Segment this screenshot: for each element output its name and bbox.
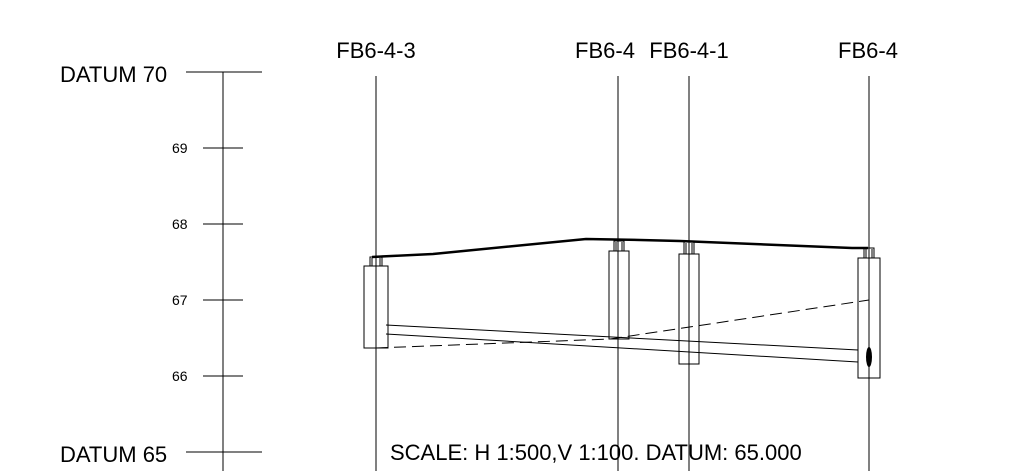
tick-label-67: 67 [172, 292, 188, 308]
datum-bottom-label: DATUM 65 [60, 442, 167, 467]
tick-68: 68 [172, 216, 243, 232]
manhole-fb6-4 [608, 240, 630, 340]
manhole-label-fb6-4: FB6-4 [575, 38, 635, 63]
manhole-label-fb6-4-3: FB6-4-3 [336, 38, 415, 63]
manhole-label-fb6-4-1: FB6-4-1 [649, 38, 728, 63]
tick-label-66: 66 [172, 368, 188, 384]
outlet-marker [866, 347, 872, 367]
manhole-fb6-4-end [857, 247, 881, 379]
manhole-label-fb6-4-end: FB6-4 [838, 38, 898, 63]
datum-top-label: DATUM 70 [60, 62, 167, 87]
pipe-top-line [385, 324, 859, 351]
manhole-fb6-4-3 [363, 256, 389, 349]
scale-footer-text: SCALE: H 1:500,V 1:100. DATUM: 65.000 [390, 440, 802, 465]
tick-67: 67 [172, 292, 243, 308]
tick-label-68: 68 [172, 216, 188, 232]
tick-69: 69 [172, 140, 243, 156]
tick-label-69: 69 [172, 140, 188, 156]
ground-line [371, 237, 868, 259]
pipe-bottom-line [385, 333, 859, 363]
tick-66: 66 [172, 368, 243, 384]
dashed-gradient-line [375, 299, 870, 349]
manhole-fb6-4-1 [678, 241, 700, 365]
